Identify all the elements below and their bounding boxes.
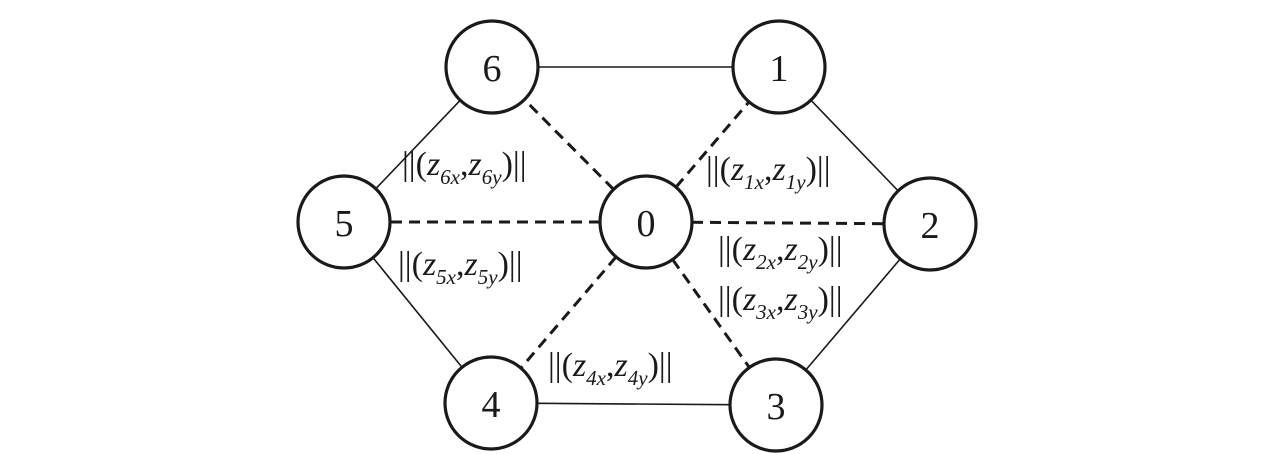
edge-label-6: ||(z6x,z6y)||	[402, 146, 527, 189]
edge-label-4-sub-a: 4x	[586, 366, 607, 390]
edge-label-2-var-a: z	[742, 231, 756, 268]
edge-label-1-sub-b: 1y	[786, 170, 807, 194]
edge-label-6-sub-b: 6y	[482, 165, 503, 189]
edge-label-5-var-b: z	[464, 246, 478, 283]
dashed-edge-0-4	[519, 255, 618, 370]
edge-label-6-open: ||(	[402, 146, 427, 183]
edge-labels-layer: ||(z6x,z6y)|| ||(z1x,z1y)|| ||(z5x,z5y)|…	[398, 146, 843, 390]
solid-edge-2-3	[805, 258, 901, 371]
edge-label-1-var-a: z	[730, 151, 744, 188]
edge-label-3-var-a: z	[742, 281, 756, 318]
edge-label-5: ||(z5x,z5y)||	[398, 246, 523, 289]
node-6: 6	[444, 19, 540, 115]
edge-label-2-open: ||(	[718, 231, 743, 268]
node-4: 4	[443, 355, 539, 451]
edge-label-6-var-a: z	[426, 146, 440, 183]
edge-label-2-sub-a: 2x	[756, 250, 777, 274]
dashed-edge-0-3	[671, 258, 751, 369]
nodes-layer: 0 1 2 3 4 5 6	[296, 19, 978, 453]
edge-label-1-sep: ,	[764, 151, 773, 188]
dashed-edge-0-2	[691, 220, 885, 226]
edge-label-5-sub-a: 5x	[436, 265, 457, 289]
edge-label-1-close: )||	[806, 151, 831, 188]
solid-edge-4-5	[372, 257, 463, 368]
node-1-label: 1	[770, 48, 789, 90]
node-5: 5	[296, 174, 392, 270]
edge-label-4-sep: ,	[606, 347, 615, 384]
edge-label-5-var-a: z	[422, 246, 436, 283]
edge-label-2-var-b: z	[784, 231, 798, 268]
edge-label-5-sep: ,	[456, 246, 465, 283]
edge-label-4: ||(z4x,z4y)||	[548, 347, 673, 390]
node-6-label: 6	[483, 48, 502, 90]
edge-label-3-open: ||(	[718, 281, 743, 318]
edge-label-2: ||(z2x,z2y)||	[718, 231, 843, 274]
node-3-label: 3	[767, 386, 786, 428]
node-0: 0	[598, 174, 694, 270]
edge-label-1-open: ||(	[706, 151, 731, 188]
edge-label-6-close: )||	[502, 146, 527, 183]
dashed-edge-0-1	[674, 100, 751, 189]
solid-edge-5-6	[375, 99, 461, 190]
edge-label-3-close: )||	[818, 281, 843, 318]
node-2-label: 2	[921, 205, 940, 247]
edge-label-3-sub-b: 3y	[797, 300, 819, 324]
edge-label-2-sep: ,	[776, 231, 785, 268]
edge-label-3-sep: ,	[776, 281, 785, 318]
node-0-label: 0	[637, 203, 656, 245]
node-1: 1	[731, 19, 827, 115]
edge-label-1: ||(z1x,z1y)||	[706, 151, 831, 194]
edge-label-4-sub-b: 4y	[628, 366, 649, 390]
dashed-edge-0-6	[523, 98, 615, 191]
node-5-label: 5	[335, 203, 354, 245]
edge-label-6-sep: ,	[460, 146, 469, 183]
solid-edge-1-2	[810, 99, 899, 192]
edge-label-4-close: )||	[648, 347, 673, 384]
edge-label-4-var-b: z	[614, 347, 628, 384]
node-3: 3	[728, 357, 824, 453]
edge-label-5-close: )||	[498, 246, 523, 283]
edge-label-1-var-b: z	[772, 151, 786, 188]
edge-label-4-var-a: z	[572, 347, 586, 384]
edge-label-4-open: ||(	[548, 347, 573, 384]
edge-label-2-close: )||	[818, 231, 843, 268]
node-2: 2	[882, 176, 978, 272]
edge-label-5-open: ||(	[398, 246, 423, 283]
edge-label-6-sub-a: 6x	[440, 165, 461, 189]
edge-label-1-sub-a: 1x	[744, 170, 765, 194]
edges-layer	[372, 66, 901, 406]
edge-label-6-var-b: z	[468, 146, 482, 183]
edge-label-3: ||(z3x,z3y)||	[718, 281, 843, 324]
node-4-label: 4	[482, 384, 501, 426]
edge-label-2-sub-b: 2y	[798, 250, 819, 274]
edge-label-3-var-b: z	[784, 281, 798, 318]
solid-edge-3-4	[536, 402, 731, 406]
edge-label-5-sub-b: 5y	[478, 265, 499, 289]
edge-label-3-sub-a: 3x	[755, 300, 777, 324]
